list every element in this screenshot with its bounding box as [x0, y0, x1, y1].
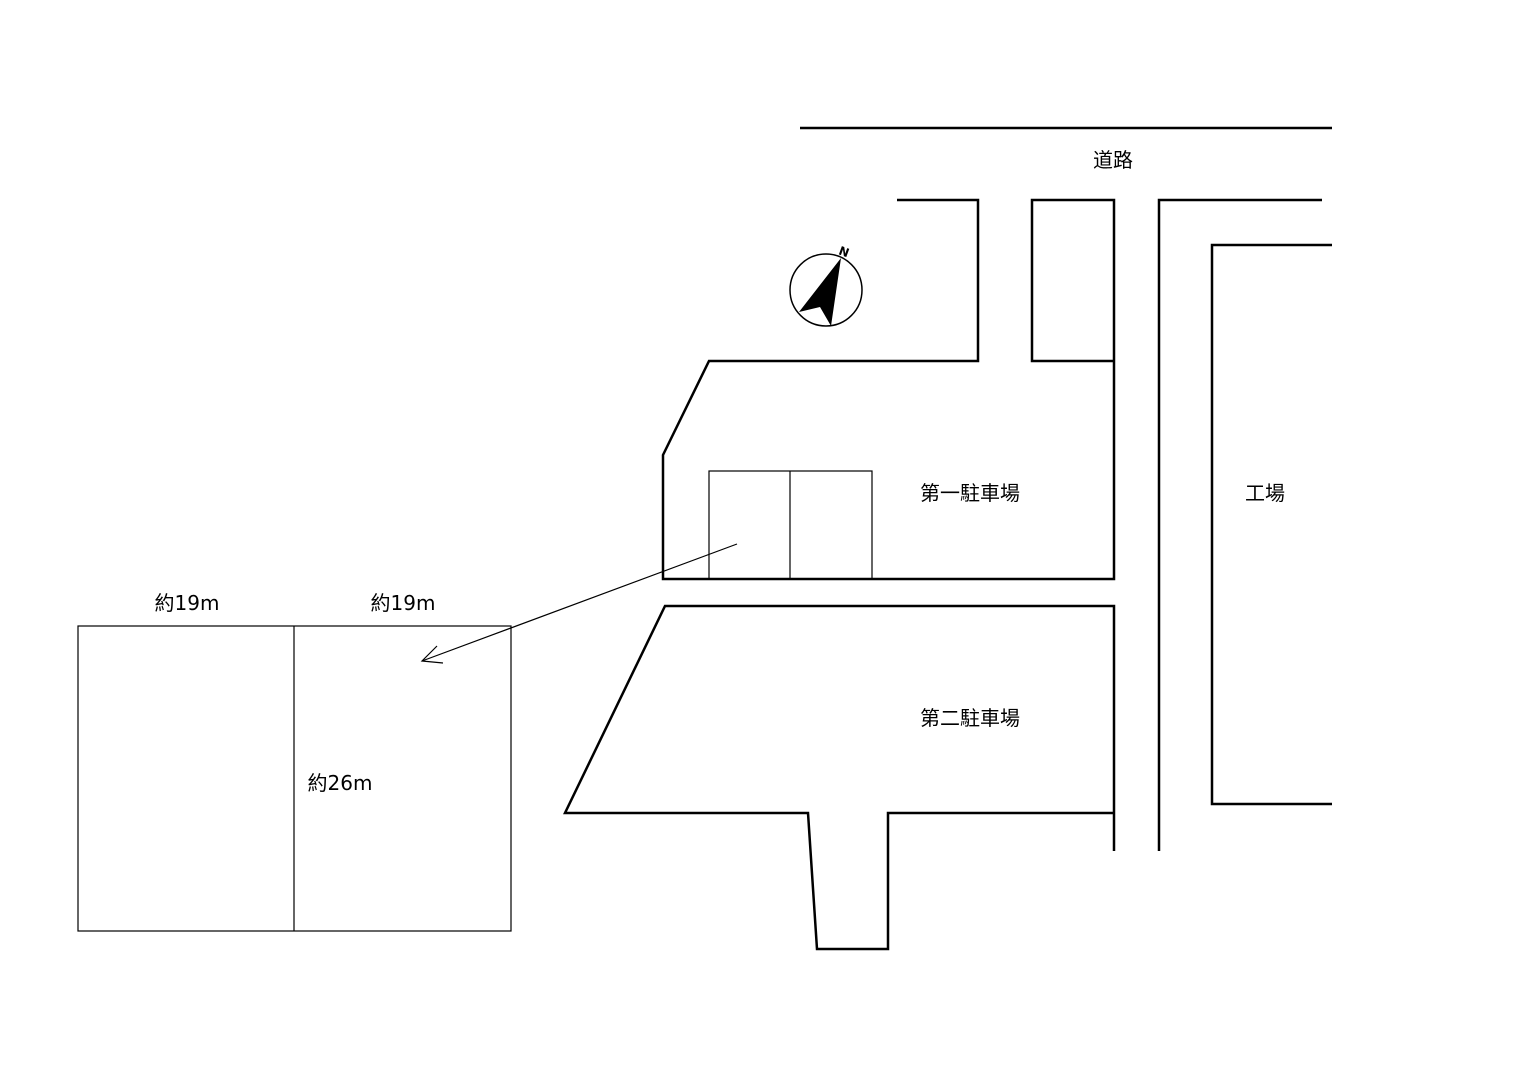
- factory-label: 工場: [1245, 481, 1285, 505]
- pointer-arrow-line: [421, 543, 738, 662]
- parking-lot-2-label: 第二駐車場: [920, 706, 1020, 730]
- parking-lot-2-outline: [563, 604, 1116, 951]
- pointer-arrowhead: [420, 645, 444, 664]
- width-left-label: 約19m: [155, 591, 220, 615]
- factory-outline: [1210, 243, 1332, 806]
- parking-lot-1-label: 第一駐車場: [920, 481, 1020, 505]
- width-right-label: 約19m: [371, 591, 436, 615]
- north-label: N: [837, 244, 851, 261]
- side-road-edge: [1157, 198, 1322, 851]
- depth-label: 約26m: [308, 771, 373, 795]
- parking-lot-1-outline: [661, 198, 1116, 581]
- road-label: 道路: [1093, 148, 1133, 172]
- north-compass-icon: N: [789, 244, 863, 327]
